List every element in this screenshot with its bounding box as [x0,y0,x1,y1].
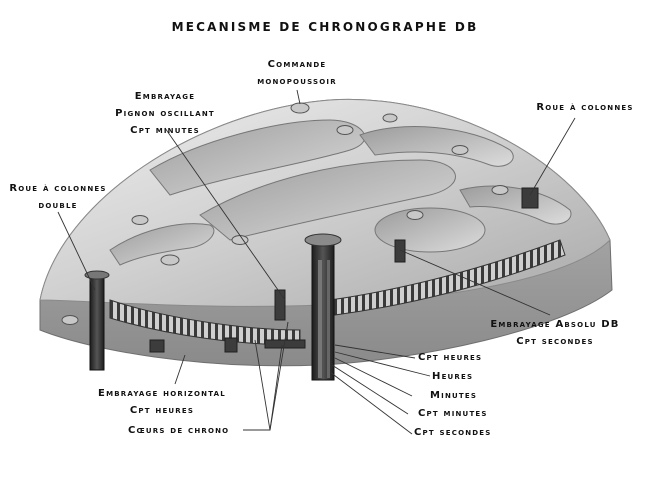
label-minutes: Minutes [430,390,478,401]
label-roue-a-colonnes-double: Roue à colonnes double [9,183,107,211]
label-embrayage-pignon-oscillant: Embrayage Pignon oscillant Cpt minutes [115,91,215,136]
label-cpt-heures-right: Cpt heures [418,352,483,363]
label-heures: Heures [432,371,474,382]
label-embrayage-absolu-db: Embrayage Absolu DB Cpt secondes [490,319,620,347]
label-coeurs-de-chrono: Cœurs de chrono [128,425,230,436]
arbors [84,233,342,381]
label-commande-monopoussoir: Commande monopoussoir [257,59,337,87]
bridges [109,119,572,266]
mechanism-parts [149,187,539,353]
leader-lines [57,89,576,435]
chrono-wheel-teeth [109,239,566,346]
label-embrayage-horizontal: Embrayage horizontal Cpt heures [98,388,226,416]
label-cpt-minutes: Cpt minutes [418,408,488,419]
label-roue-a-colonnes: Roue à colonnes [536,102,634,113]
screws [61,102,509,325]
label-cpt-secondes: Cpt secondes [414,427,492,438]
diagram-title: MECANISME DE CHRONOGRAPHE DB [171,20,479,34]
